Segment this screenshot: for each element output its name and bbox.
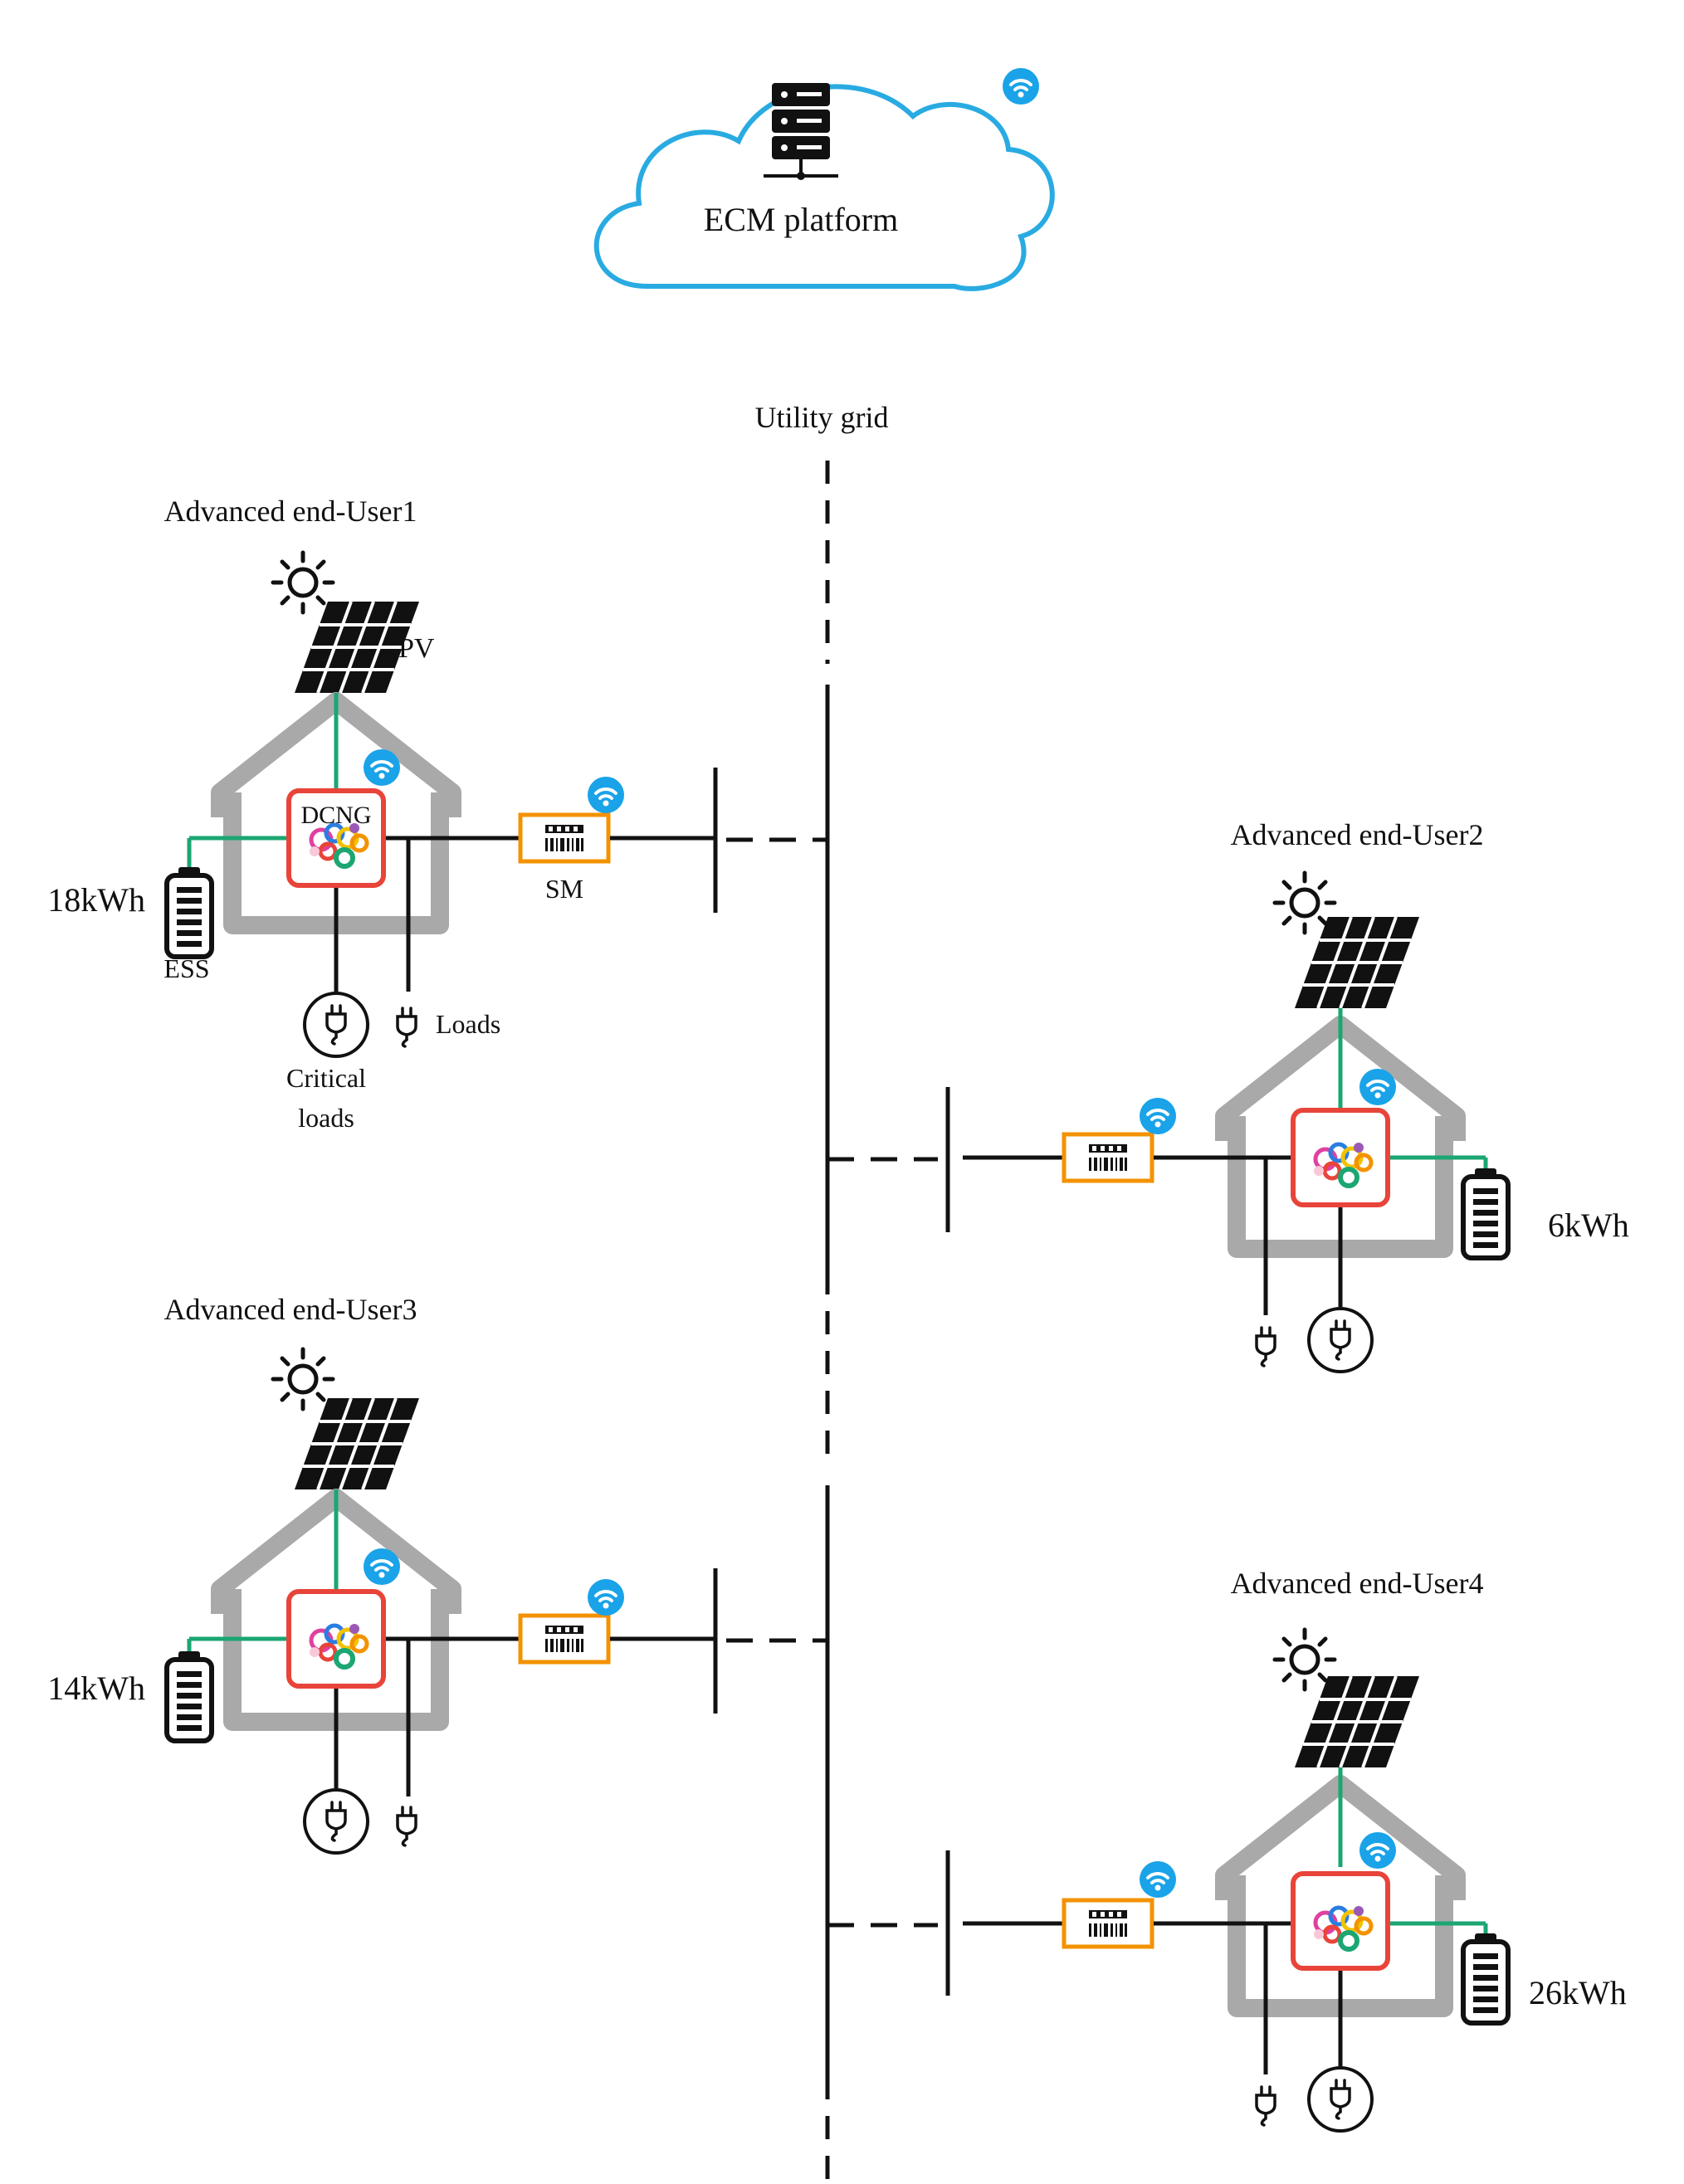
user2-system: Advanced end-User2 6kWh [827,818,1629,1373]
dcng-label: DCNG [300,802,371,829]
cloud-label: ECM platform [704,201,898,238]
sm-label: SM [545,874,583,904]
plug-icon [1255,2085,1276,2127]
battery-capacity: 14kWh [47,1670,145,1707]
wifi-icon [1138,1096,1178,1136]
wifi-icon [1138,1860,1178,1899]
sun-icon [273,1349,333,1409]
plug-icon [1255,1326,1276,1367]
wifi-icon [1001,66,1041,106]
dcng-controller [1293,1874,1388,1968]
server-icon [764,83,838,180]
user2-title: Advanced end-User2 [1231,818,1484,851]
loads-label: Loads [436,1009,500,1039]
wifi-icon [362,1547,402,1587]
dcng-controller [1293,1110,1388,1205]
solar-panel-icon [1293,915,1421,1010]
ecm-cloud: ECM platform [593,66,1055,291]
battery-icon [1463,1933,1508,2023]
pv-label: PV [398,633,435,664]
smart-meter [1064,1134,1152,1181]
dcng-controller [289,1592,383,1686]
cloud-shape [593,84,1055,291]
user4-system: Advanced end-User4 26kWh [827,1567,1627,2133]
battery-capacity: 26kWh [1529,1974,1627,2011]
wifi-icon [362,748,402,787]
smart-meter [1064,1900,1152,1947]
smart-meter [520,1616,608,1662]
battery-capacity: 18kWh [47,881,145,919]
critical-loads-label-2: loads [298,1103,354,1133]
plug-icon [396,1007,417,1048]
user4-title: Advanced end-User4 [1231,1567,1484,1600]
solar-panel-icon [293,1397,421,1491]
sun-icon [1275,1630,1335,1689]
battery-icon [167,1651,212,1741]
smart-meter [520,815,608,861]
wifi-icon [1358,1831,1398,1870]
sun-icon [273,553,333,612]
critical-loads-label: Critical [286,1063,366,1093]
battery-icon [167,867,212,957]
grid-label: Utility grid [755,401,889,434]
user3-title: Advanced end-User3 [164,1293,417,1326]
battery-icon [1463,1168,1508,1258]
plug-icon [396,1806,417,1847]
user1-title: Advanced end-User1 [164,495,417,528]
ess-label: ESS [164,953,209,983]
solar-panel-icon [1293,1675,1421,1769]
user1-system: Advanced end-User1 PV DCNG SM 18kWh ESS … [47,495,827,1133]
user3-system: Advanced end-User3 14kWh [47,1293,827,1855]
wifi-icon [586,1577,626,1617]
wifi-icon [586,775,626,815]
battery-capacity: 6kWh [1548,1207,1629,1244]
wifi-icon [1358,1067,1398,1107]
